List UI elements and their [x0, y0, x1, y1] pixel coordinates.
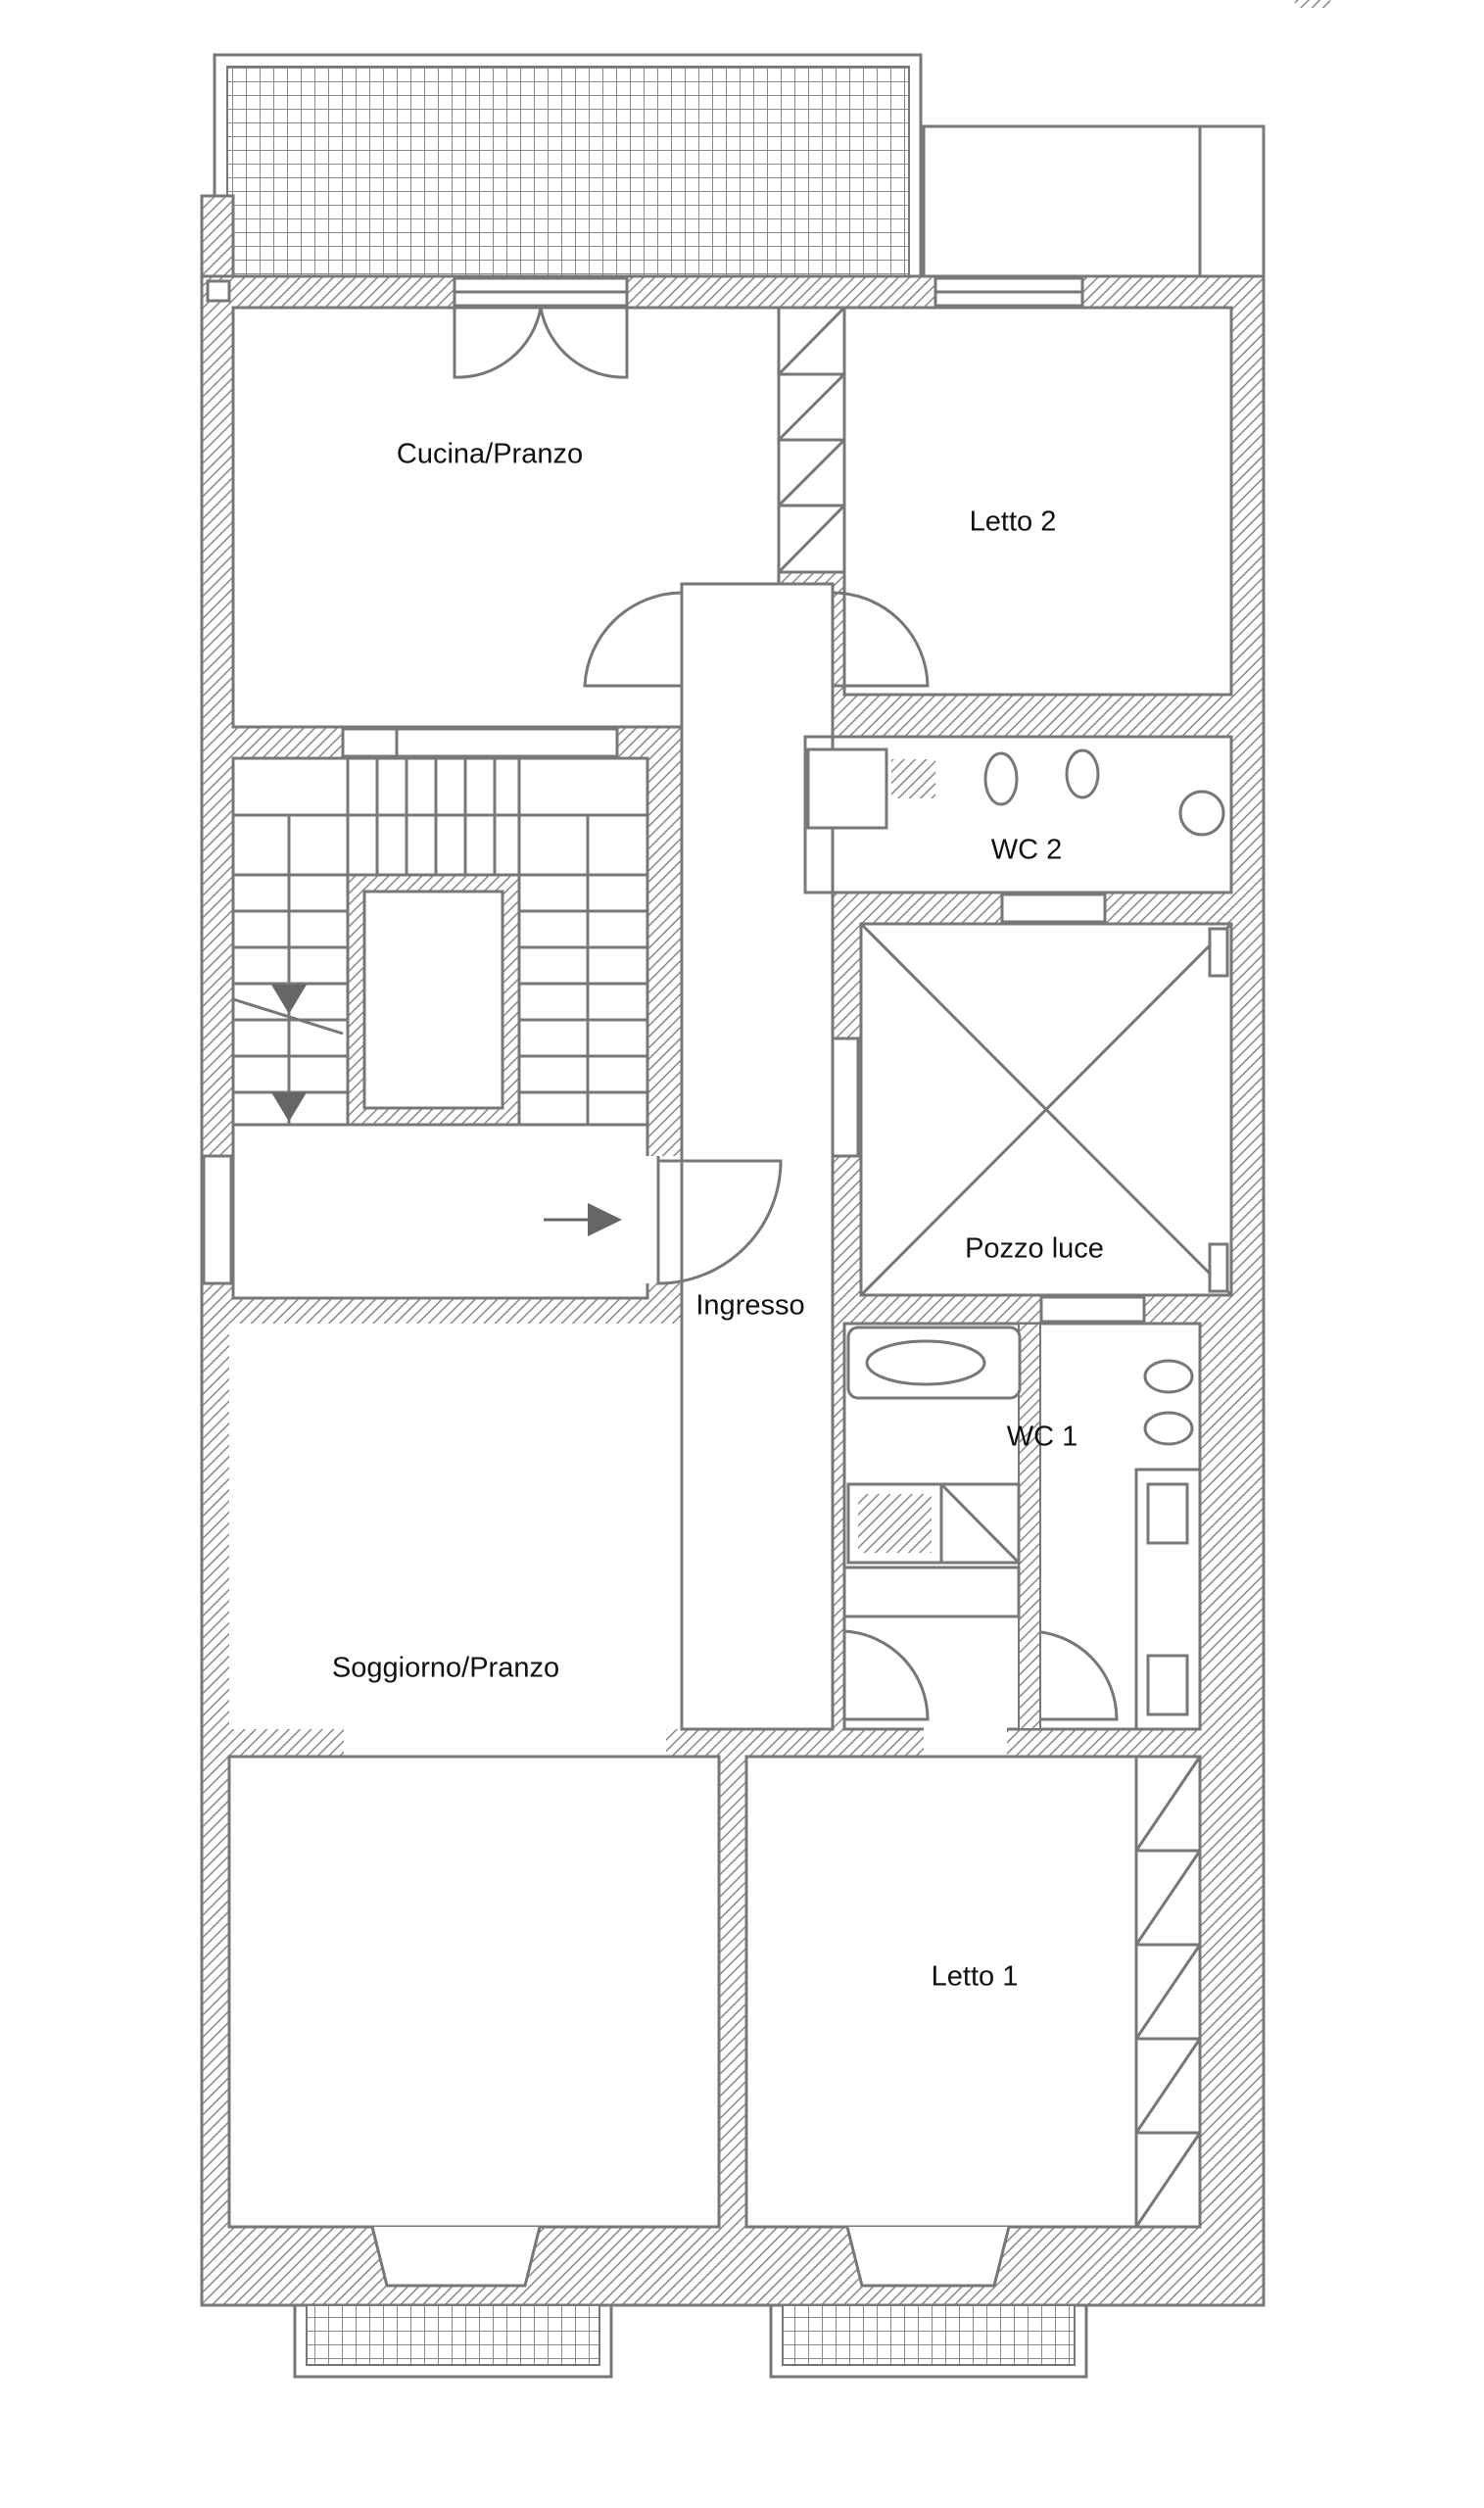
arrow-down-icon [271, 1092, 307, 1122]
lightwell-cross [859, 922, 1233, 1297]
room-areas [227, 306, 1233, 2229]
room-label-kitchen: Cucina/Pranzo [397, 439, 583, 470]
bathtub [846, 1326, 1022, 1400]
fixtures [206, 279, 1229, 1731]
doors [453, 307, 1119, 1730]
windows [202, 276, 1146, 1324]
wardrobe [1134, 1755, 1202, 2229]
bidet [1143, 1359, 1194, 1394]
closet [777, 306, 846, 574]
toilet [1143, 1411, 1194, 1446]
room-label-bedroom1: Letto 1 [932, 1961, 1019, 1993]
room-label-lightwell: Pozzo luce [965, 1233, 1104, 1265]
room-label-wc1: WC 1 [1007, 1422, 1078, 1453]
shower-tray [806, 748, 888, 830]
terrace-top [213, 53, 923, 278]
room-label-wc2: WC 2 [991, 835, 1063, 866]
arrow-down-icon [271, 985, 307, 1014]
balcony-left [293, 2226, 613, 2379]
arrow-right-icon [588, 1203, 622, 1236]
staircase [232, 758, 647, 1236]
wall-pillar [200, 194, 235, 278]
sink [1178, 790, 1225, 837]
bidet [983, 751, 1019, 806]
room-label-entrance: Ingresso [695, 1290, 804, 1322]
toilet [1065, 748, 1100, 799]
adjacent-structure [922, 124, 1266, 278]
logo-mark [1295, 0, 1330, 8]
room-label-bedroom2: Letto 2 [970, 506, 1057, 538]
room-label-living: Soggiorno/Pranzo [332, 1653, 559, 1684]
balcony-right [769, 2226, 1088, 2379]
